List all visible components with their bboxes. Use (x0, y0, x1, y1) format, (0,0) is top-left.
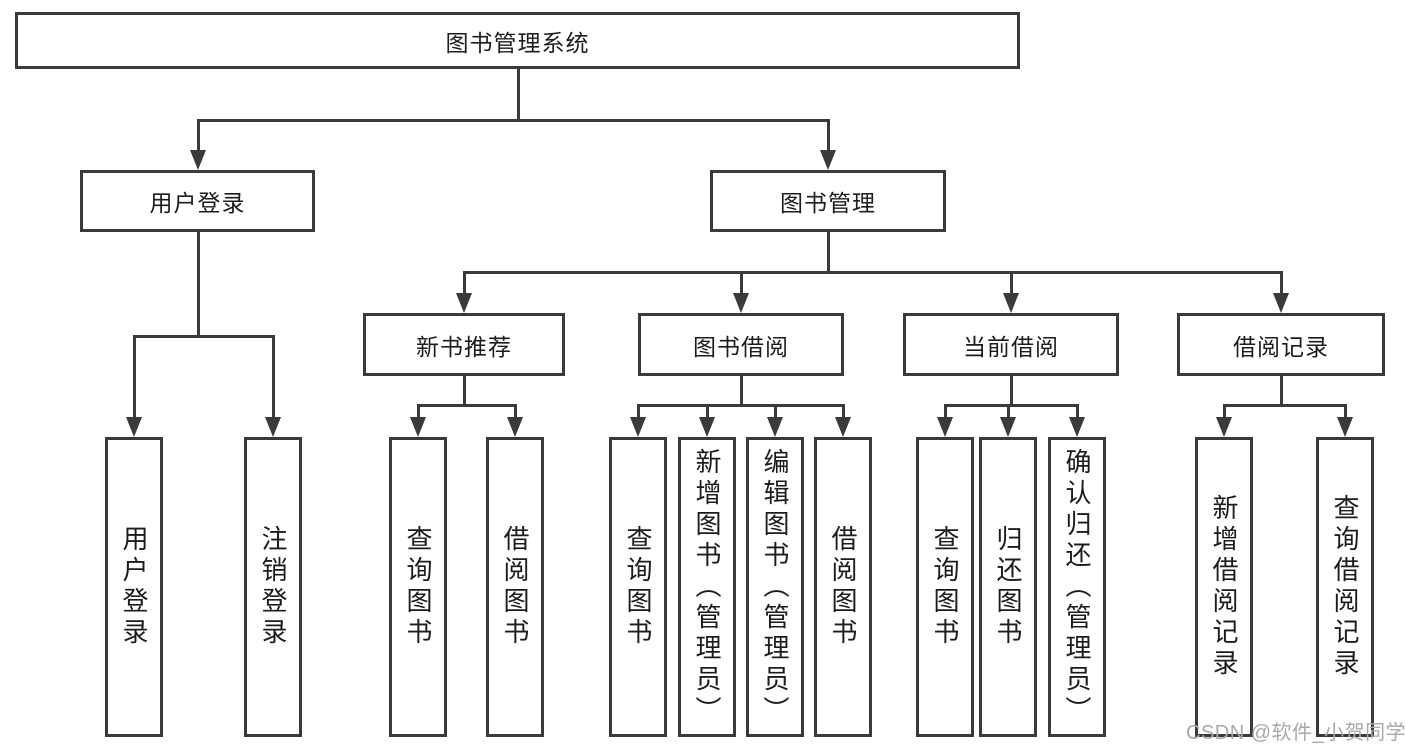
connector-cb-trunk (1010, 376, 1013, 407)
leaf-label: 归还图书 (993, 525, 1023, 649)
connector-drop-bb-query (637, 404, 640, 420)
leaf-bb-query-book: 查询图书 (609, 437, 667, 737)
node-library-management-system: 图书管理系统 (15, 12, 1020, 69)
leaf-label: 用户登录 (119, 525, 149, 649)
leaf-br-query-record: 查询借阅记录 (1316, 437, 1374, 737)
node-label: 新书推荐 (416, 333, 512, 360)
leaf-bb-borrow-book: 借阅图书 (814, 437, 872, 737)
connector-br-bus (1223, 404, 1347, 407)
connector-login-bus (133, 335, 275, 338)
arrow-down-icon (733, 293, 749, 313)
arrow-down-icon (410, 417, 426, 437)
connector-drop-bb-borrow (842, 404, 845, 420)
arrow-down-icon (699, 417, 715, 437)
connector-drop-login-group (197, 119, 200, 153)
connector-login-trunk (197, 232, 200, 337)
arrow-down-icon (1003, 293, 1019, 313)
connector-level2-bus (197, 119, 830, 122)
connector-nbr-bus (417, 404, 517, 407)
connector-drop-user-login (133, 335, 136, 419)
connector-drop-bb-edit (774, 404, 777, 420)
connector-cb-bus (944, 404, 1079, 407)
leaf-cb-return-book: 归还图书 (979, 437, 1037, 737)
arrow-down-icon (1069, 417, 1085, 437)
leaf-user-login: 用户登录 (105, 437, 163, 737)
node-label: 图书借阅 (693, 333, 789, 360)
leaf-label: 查询借阅记录 (1330, 494, 1360, 680)
leaf-label: 查询图书 (930, 525, 960, 649)
node-label: 用户登录 (149, 190, 246, 216)
arrow-down-icon (1216, 417, 1232, 437)
leaf-nbr-query-book: 查询图书 (389, 437, 447, 737)
leaf-logout: 注销登录 (244, 437, 302, 737)
arrow-down-icon (507, 417, 523, 437)
leaf-label: 查询图书 (403, 525, 433, 649)
leaf-label: 借阅图书 (500, 525, 530, 649)
node-user-login-group: 用户登录 (80, 170, 315, 232)
connector-drop-cb-return (1007, 404, 1010, 420)
leaf-cb-confirm-return-admin: 确认归还（管理员） (1048, 437, 1106, 737)
connector-nbr-trunk (463, 376, 466, 407)
node-book-borrowing: 图书借阅 (638, 313, 844, 376)
node-current-borrowing: 当前借阅 (903, 313, 1119, 376)
leaf-nbr-borrow-book: 借阅图书 (486, 437, 544, 737)
connector-drop-logout (272, 335, 275, 419)
leaf-bb-add-book-admin: 新增图书（管理员） (678, 437, 736, 737)
connector-mgmt-trunk (827, 232, 830, 274)
arrow-down-icon (937, 417, 953, 437)
connector-br-trunk (1280, 376, 1283, 407)
arrow-down-icon (265, 417, 281, 437)
leaf-br-add-record: 新增借阅记录 (1195, 437, 1253, 737)
connector-drop-br-add (1223, 404, 1226, 420)
connector-level3-bus (463, 271, 1283, 274)
arrow-down-icon (820, 150, 836, 170)
connector-drop-nbr-borrow (514, 404, 517, 420)
arrow-down-icon (190, 150, 206, 170)
node-label: 当前借阅 (963, 333, 1059, 360)
arrow-down-icon (630, 417, 646, 437)
arrow-down-icon (126, 417, 142, 437)
connector-drop-cb-query (944, 404, 947, 420)
connector-drop-nbr-query (417, 404, 420, 420)
arrow-down-icon (767, 417, 783, 437)
connector-bb-trunk (740, 376, 743, 407)
node-label: 借阅记录 (1233, 333, 1329, 360)
arrow-down-icon (1337, 417, 1353, 437)
csdn-watermark: CSDN @软件_小贺同学 (1186, 722, 1405, 744)
leaf-label: 编辑图书（管理员） (760, 447, 790, 727)
node-new-book-recommendation: 新书推荐 (363, 313, 565, 376)
leaf-label: 查询图书 (623, 525, 653, 649)
leaf-label: 新增图书（管理员） (692, 447, 722, 727)
connector-drop-cb-confirm (1076, 404, 1079, 420)
connector-drop-new-book-rec (463, 271, 466, 296)
leaf-cb-query-book: 查询图书 (916, 437, 974, 737)
arrow-down-icon (835, 417, 851, 437)
arrow-down-icon (1273, 293, 1289, 313)
connector-drop-bb-add (706, 404, 709, 420)
node-label: 图书管理 (780, 190, 876, 216)
leaf-label: 新增借阅记录 (1209, 494, 1239, 680)
connector-bb-bus (637, 404, 845, 407)
connector-drop-current-borrow (1010, 271, 1013, 296)
connector-drop-borrow-record (1280, 271, 1283, 296)
leaf-bb-edit-book-admin: 编辑图书（管理员） (746, 437, 804, 737)
node-book-management: 图书管理 (710, 170, 946, 232)
leaf-label: 注销登录 (258, 525, 288, 649)
connector-drop-book-borrow (740, 271, 743, 296)
arrow-down-icon (1000, 417, 1016, 437)
node-label: 图书管理系统 (445, 29, 590, 56)
arrow-down-icon (456, 293, 472, 313)
connector-drop-br-query (1344, 404, 1347, 420)
leaf-label: 借阅图书 (828, 525, 858, 649)
connector-root-trunk (517, 68, 520, 122)
leaf-label: 确认归还（管理员） (1062, 447, 1092, 727)
connector-drop-book-mgmt (827, 119, 830, 153)
node-borrowing-records: 借阅记录 (1177, 313, 1385, 376)
